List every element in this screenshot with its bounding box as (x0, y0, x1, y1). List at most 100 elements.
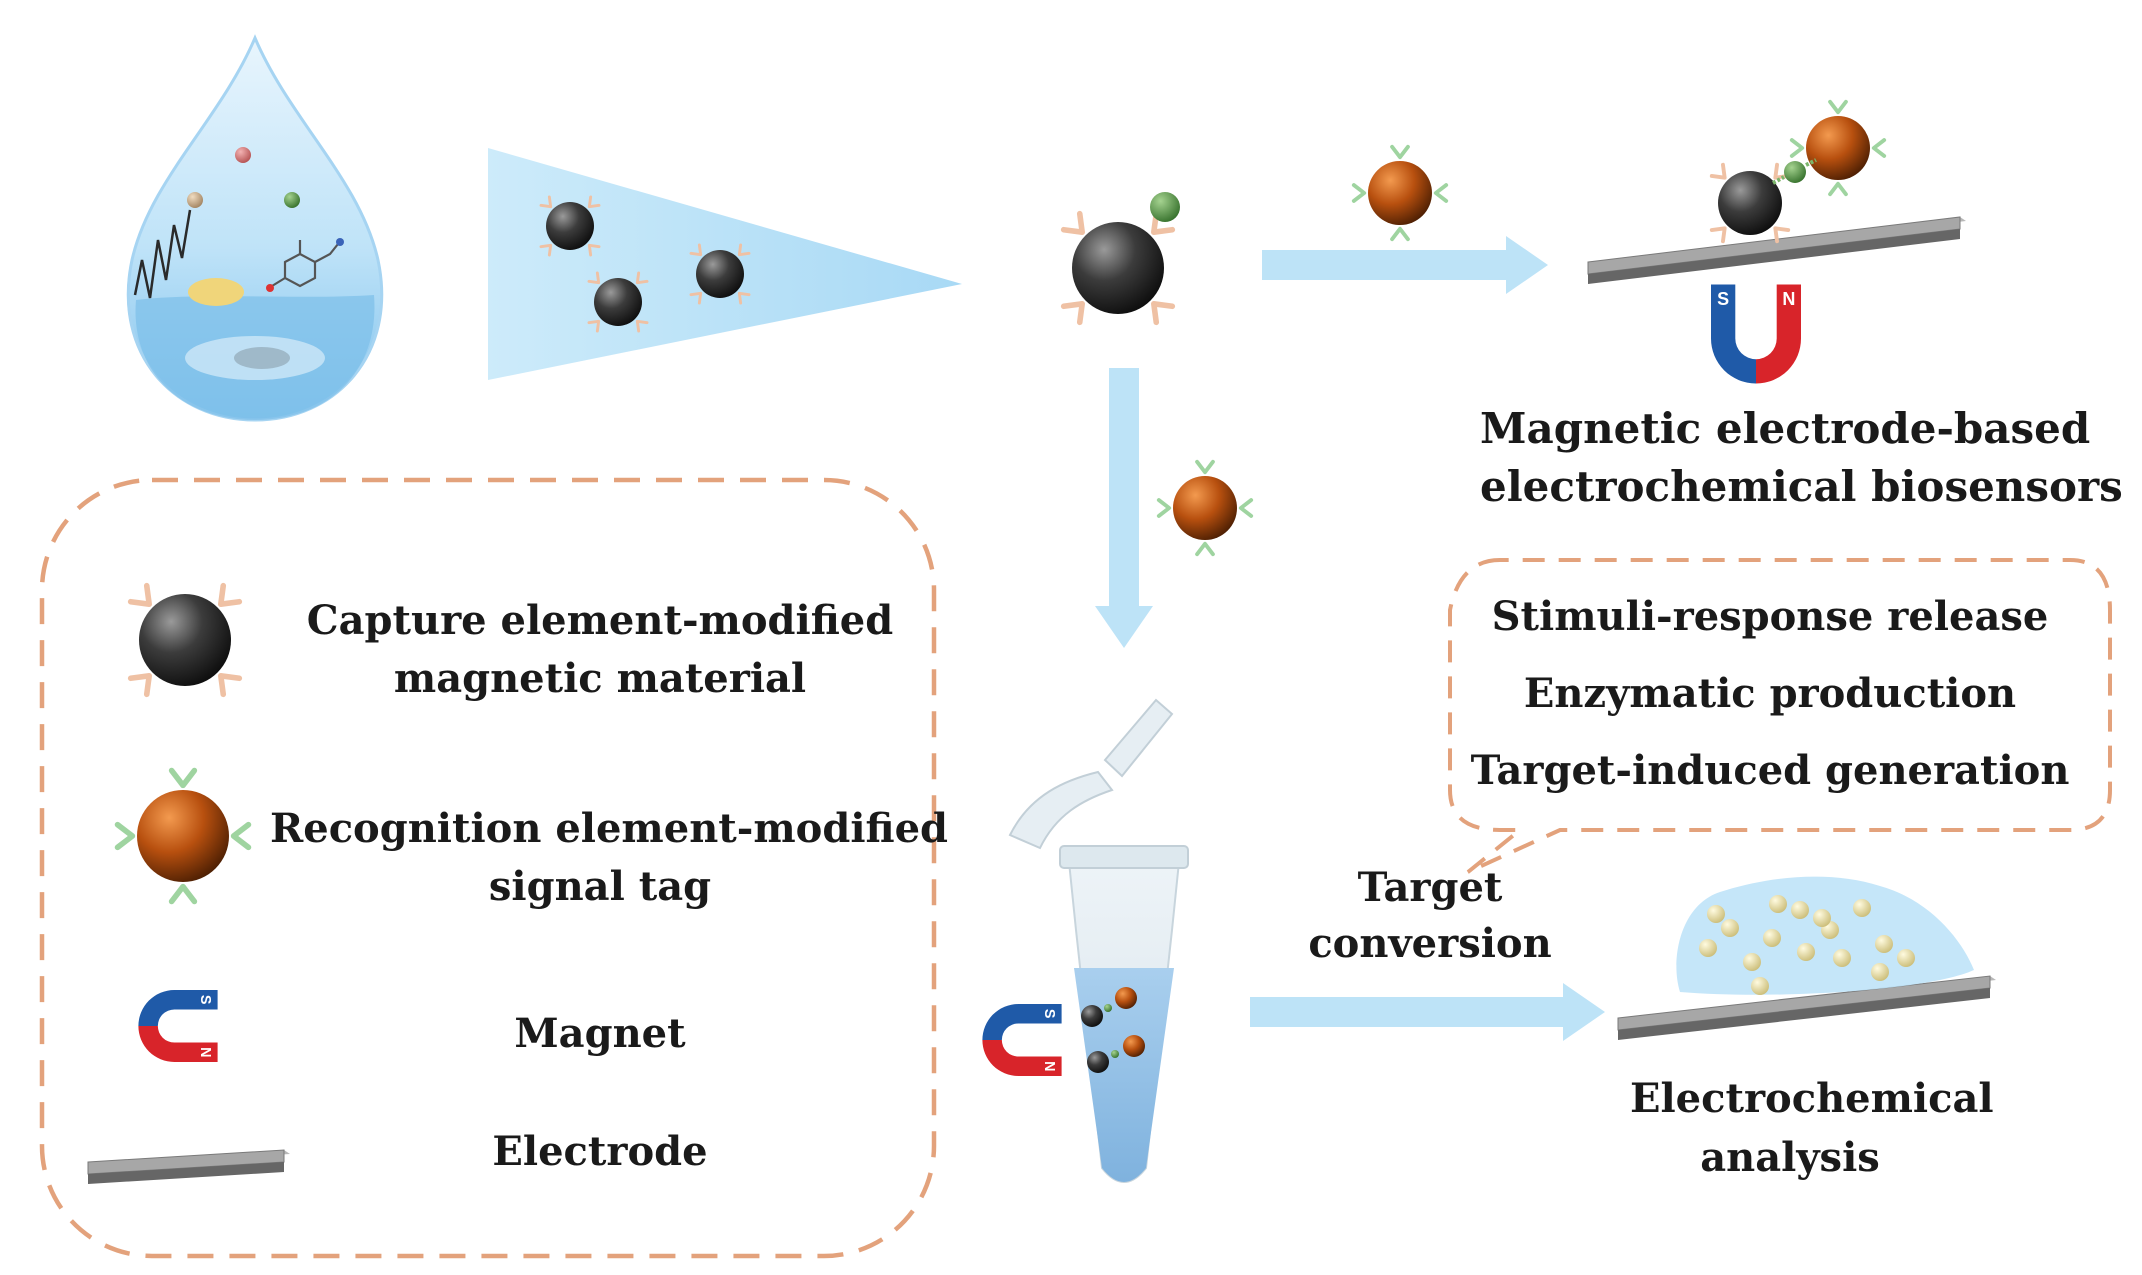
legend-signal-tag-label-line1: Recognition element-modified (270, 805, 949, 852)
target-analyte (1150, 192, 1180, 222)
magnet-north-pole (138, 1026, 218, 1062)
sample-droplet (126, 34, 384, 422)
tube-target (1111, 1050, 1119, 1058)
signal-tag-floating (1351, 144, 1449, 242)
magnetic-electrode-label-line1: Magnetic electrode-based (1480, 404, 2091, 453)
reaction-tube: SN (982, 698, 1189, 1183)
analysis-electrode (1617, 876, 1996, 1040)
binding-element (1351, 183, 1367, 203)
magnet-n-letter: N (197, 1047, 213, 1057)
binding-element (127, 672, 153, 698)
binding-element (230, 821, 252, 851)
capture-bead (1072, 222, 1164, 314)
signal-tag-bead (1115, 987, 1137, 1009)
signal-molecule (1763, 929, 1781, 947)
analyte-ball (284, 192, 300, 208)
tube-capture-bead (1087, 1051, 1109, 1073)
binding-element (689, 291, 703, 305)
binding-element (1433, 183, 1449, 203)
binding-element (737, 291, 751, 305)
magnet-north-pole (1756, 284, 1801, 384)
magnet-n-letter: N (1782, 289, 1795, 309)
binding-element (1060, 210, 1086, 236)
signal-molecule (1797, 943, 1815, 961)
binding-element (587, 319, 601, 333)
arrow-shape (1250, 983, 1605, 1041)
magnet-s-letter: S (1041, 1009, 1057, 1019)
tube-target (1104, 1004, 1112, 1012)
binding-element (1390, 226, 1410, 242)
capture-bead (696, 250, 744, 298)
magnet-north-pole (982, 1040, 1062, 1076)
capture-bead (139, 594, 231, 686)
binding-element (587, 271, 601, 285)
analyte-ball (187, 192, 203, 208)
atom (336, 238, 344, 246)
signal-molecule (1751, 977, 1769, 995)
binding-element (217, 672, 243, 698)
capture-bead-cone (539, 195, 601, 257)
signal-tag-bead (1368, 161, 1432, 225)
legend-electrode-label: Electrode (492, 1128, 708, 1175)
tube-magnet: SN (982, 1004, 1062, 1076)
tube-capture-bead (1081, 1005, 1103, 1027)
mixing-cone-arrow (488, 148, 962, 380)
legend-capture-label-line1: Capture element-modified (306, 597, 894, 644)
signal-molecule (1853, 899, 1871, 917)
signal-tag-bead (1806, 116, 1870, 180)
magnetic-electrode-label-line2: electrochemical biosensors (1480, 462, 2123, 511)
signal-option-3: Target-induced generation (1470, 747, 2070, 794)
arrow-to-tube (1095, 368, 1153, 648)
nucleic-acid-strand (133, 209, 192, 299)
magnet-s-letter: S (197, 995, 213, 1005)
signal-option-2: Enzymatic production (1523, 670, 2017, 717)
signal-molecule (1875, 935, 1893, 953)
electrode-edge (88, 1162, 284, 1184)
binding-element (635, 319, 649, 333)
capture-bead-with-target (1060, 210, 1176, 326)
captured-complex (1060, 192, 1180, 326)
atom (266, 284, 274, 292)
magnet-south-pole (138, 990, 218, 1026)
legend-magnet-icon: SN (138, 990, 218, 1062)
electrochemical-analysis-label-line1: Electrochemical (1630, 1075, 1994, 1122)
binding-element (217, 582, 243, 608)
binding-element (127, 582, 153, 608)
legend-magnet-label: Magnet (514, 1010, 686, 1057)
callout-border (1448, 558, 2112, 874)
capture-bead (1087, 1051, 1109, 1073)
capture-bead-cone (587, 271, 649, 333)
cell-nucleus (234, 347, 290, 369)
signal-molecule (1721, 919, 1739, 937)
binding-element (1150, 300, 1176, 326)
binding-element (1709, 162, 1727, 180)
protein-shape (188, 278, 244, 306)
binding-element (1195, 541, 1215, 557)
electrode-edge (1588, 229, 1960, 284)
binding-element (168, 767, 198, 789)
signal-molecule (1833, 949, 1851, 967)
signal-molecule (1791, 901, 1809, 919)
tube-lid (1103, 698, 1174, 778)
capture-bead (1081, 1005, 1103, 1027)
binding-element (1156, 498, 1172, 518)
signal-molecule (1897, 949, 1915, 967)
signal-molecule (1769, 895, 1787, 913)
tube-signal-tag (1115, 987, 1137, 1009)
binding-element (1828, 99, 1848, 115)
capture-bead (546, 202, 594, 250)
capture-bead-cone (689, 243, 751, 305)
sensor-target (1784, 161, 1806, 183)
arrow-to-analysis (1250, 983, 1605, 1041)
binding-element (1709, 226, 1727, 244)
binding-element (1773, 226, 1791, 244)
binding-element (1789, 138, 1805, 158)
binding-element (1828, 181, 1848, 197)
legend-signal-tag-icon (114, 767, 252, 905)
legend-box (39, 477, 937, 1259)
arrow-to-electrode (1262, 236, 1548, 294)
magnet-s-letter: S (1717, 289, 1729, 309)
